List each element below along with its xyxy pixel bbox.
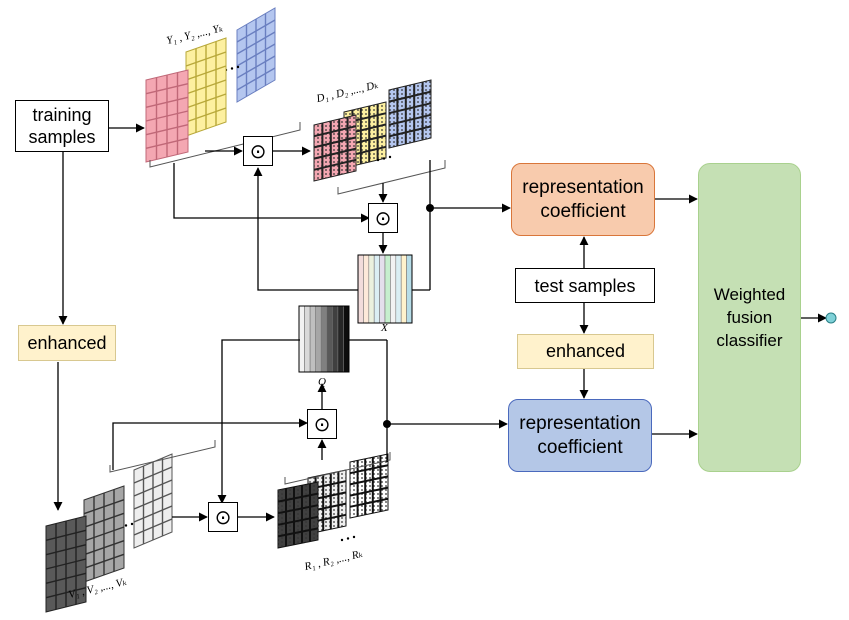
label-q: Q xyxy=(318,376,326,388)
hadamard-op-4: ⊙ xyxy=(307,409,337,439)
bracket-d xyxy=(337,160,446,195)
matrix-y-1 xyxy=(145,69,189,163)
junction-dot-top xyxy=(426,204,434,212)
hadamard-op-3: ⊙ xyxy=(208,502,238,532)
matrix-x-stripe xyxy=(400,254,407,324)
matrix-r-1 xyxy=(277,481,319,549)
bracket-y xyxy=(149,122,301,168)
matrix-d-k xyxy=(388,79,432,149)
arrow-x-to-odot1 xyxy=(253,167,358,291)
matrix-y-k xyxy=(236,7,276,103)
label-x: X xyxy=(381,322,388,334)
matrix-x-stripe xyxy=(368,254,375,324)
ellipsis-r xyxy=(346,537,350,540)
ellipsis-r xyxy=(352,535,356,539)
matrix-x-stripe xyxy=(379,254,386,324)
ellipsis-y xyxy=(236,65,240,69)
matrix-q-stripe xyxy=(304,305,311,373)
ellipsis-v xyxy=(124,524,128,527)
matrix-x-stripe xyxy=(357,254,364,324)
matrix-q-border xyxy=(298,305,350,373)
matrix-x-stripe xyxy=(384,254,391,324)
representation-coefficient-top: representation coefficient xyxy=(511,163,655,236)
matrix-x-stripe xyxy=(390,254,397,324)
enhanced-node-left: enhanced xyxy=(18,325,116,361)
matrix-r-k xyxy=(349,453,389,519)
ellipsis-r xyxy=(340,538,344,542)
matrix-q xyxy=(298,305,350,373)
ellipsis-d xyxy=(388,155,392,159)
connectors xyxy=(53,123,827,522)
matrix-q-stripe xyxy=(298,305,305,373)
weighted-fusion-classifier: Weighted fusion classifier xyxy=(698,163,801,472)
matrix-x-stripe xyxy=(373,254,380,324)
output-dot xyxy=(825,312,837,324)
matrix-stack-y xyxy=(145,7,276,163)
arrow-q-to-odot3 xyxy=(217,339,300,504)
bracket-v xyxy=(109,440,216,473)
matrix-x-stripe xyxy=(363,254,370,324)
matrix-d-1 xyxy=(313,114,357,182)
arrow-y-to-odot2 xyxy=(173,163,370,223)
matrix-x-border xyxy=(357,254,413,324)
matrix-stack-v xyxy=(45,453,173,613)
ellipsis-y xyxy=(230,67,234,70)
ellipsis-d xyxy=(382,157,386,160)
arrow-v-to-odot4 xyxy=(112,418,308,470)
junction-dot-bottom xyxy=(383,420,391,428)
matrix-x xyxy=(357,254,413,324)
hadamard-op-1: ⊙ xyxy=(243,136,273,166)
matrix-q-stripe xyxy=(320,305,328,373)
matrix-stack-d xyxy=(313,79,432,182)
bracket-r xyxy=(284,452,391,485)
matrix-v-1 xyxy=(45,515,87,613)
matrix-q-stripe xyxy=(326,305,333,373)
ellipsis-d xyxy=(376,158,380,162)
matrix-v-k xyxy=(133,453,173,549)
representation-coefficient-bottom: representation coefficient xyxy=(508,399,652,472)
matrix-q-stripe xyxy=(332,305,339,373)
matrix-q-stripe xyxy=(315,305,322,373)
matrix-q-stripe xyxy=(343,305,350,373)
matrix-v-2 xyxy=(83,485,125,583)
matrix-q-stripe xyxy=(309,305,316,373)
test-samples-node: test samples xyxy=(515,268,655,303)
matrix-x-stripe xyxy=(395,254,402,324)
matrix-y-2 xyxy=(185,37,227,137)
training-samples-node: training samples xyxy=(15,100,109,152)
matrix-q-stripe xyxy=(337,305,344,373)
matrix-x-stripe xyxy=(406,254,413,324)
brackets xyxy=(109,122,446,485)
enhanced-node-right: enhanced xyxy=(517,334,654,369)
ellipsis-v xyxy=(130,522,134,526)
matrix-stack-r xyxy=(277,453,389,549)
hadamard-op-2: ⊙ xyxy=(368,203,398,233)
